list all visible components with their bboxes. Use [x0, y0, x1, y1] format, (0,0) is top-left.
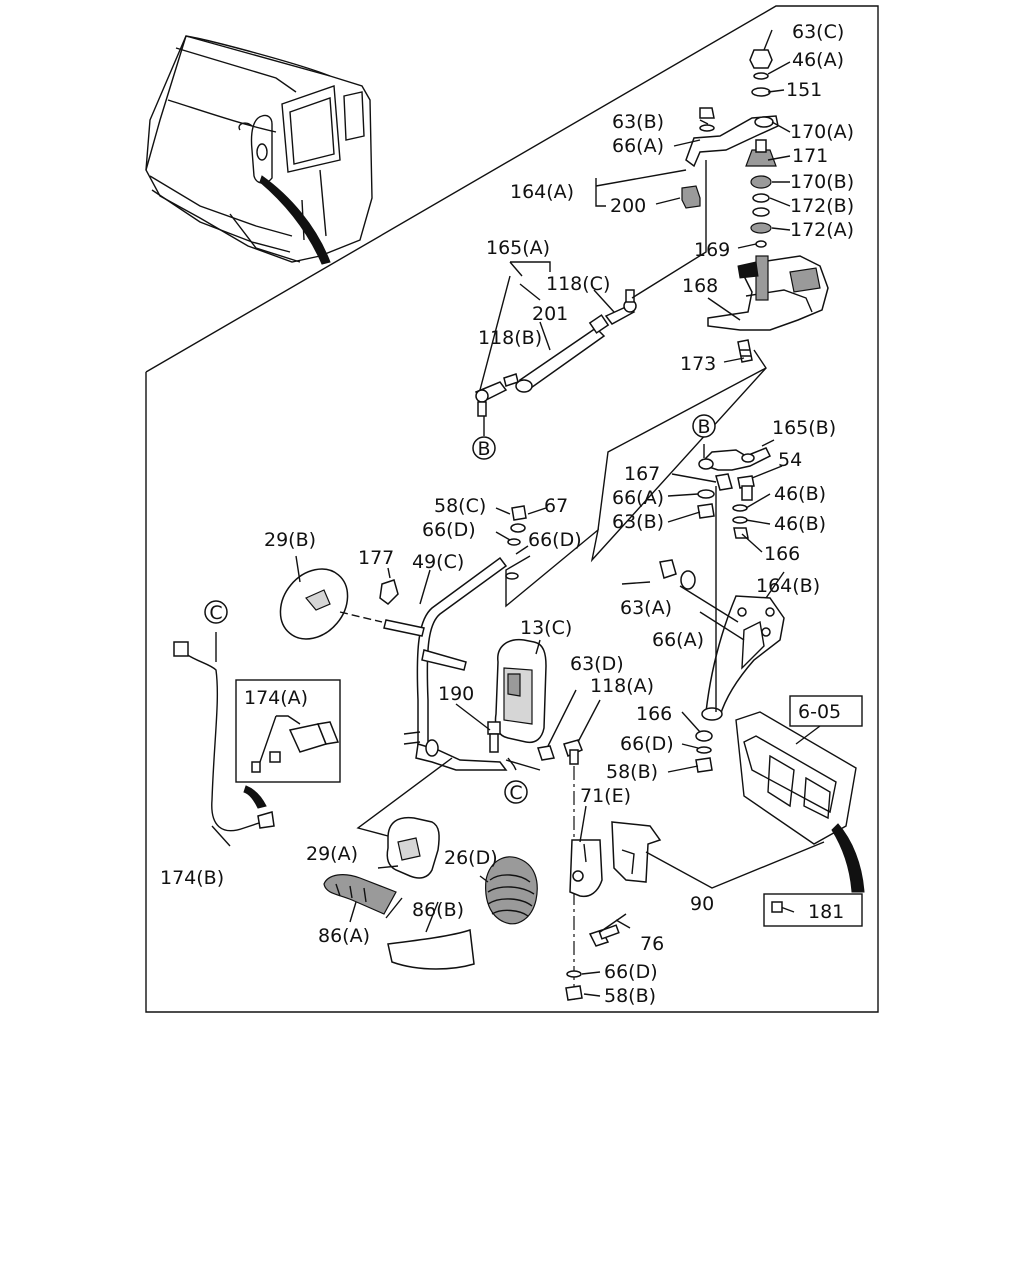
svg-text:B: B: [477, 438, 490, 460]
circle-ref-b-2: B: [692, 414, 716, 438]
label-164a: 164(A): [510, 181, 574, 203]
label-58c: 58(C): [434, 495, 486, 517]
leaders-upper: [479, 29, 791, 608]
part-labels: 63(C) 46(A) 151 63(B) 66(A) 170(A) 171 1…: [160, 21, 854, 1007]
circle-ref-c-2: C: [504, 780, 528, 804]
label-49c: 49(C): [412, 551, 464, 573]
circle-ref-b-1: B: [472, 436, 496, 460]
label-46a: 46(A): [792, 49, 844, 71]
label-29b: 29(B): [264, 529, 316, 551]
label-174b: 174(B): [160, 867, 224, 889]
ref-box-181: [763, 893, 863, 927]
label-66a-mid: 66(A): [612, 487, 664, 509]
label-63b-top: 63(B): [612, 111, 664, 133]
label-46b-2: 46(B): [774, 513, 826, 535]
svg-text:B: B: [697, 416, 710, 438]
label-168: 168: [682, 275, 718, 297]
label-200: 200: [610, 195, 646, 217]
label-201: 201: [532, 303, 568, 325]
label-173: 173: [680, 353, 716, 375]
label-26d: 26(D): [444, 847, 498, 869]
label-177: 177: [358, 547, 394, 569]
ref-box-6-05: [789, 695, 863, 727]
label-63b-mid: 63(B): [612, 511, 664, 533]
label-190: 190: [438, 683, 474, 705]
panel-6-05: [735, 711, 865, 893]
label-58b-1: 58(B): [606, 761, 658, 783]
label-118a: 118(A): [590, 675, 654, 697]
label-167: 167: [624, 463, 660, 485]
label-172a: 172(A): [790, 219, 854, 241]
label-58b-2: 58(B): [604, 985, 656, 1007]
label-76: 76: [640, 933, 664, 955]
label-166-low: 166: [636, 703, 672, 725]
label-181: 181: [808, 901, 844, 923]
label-151: 151: [786, 79, 822, 101]
label-164b: 164(B): [756, 575, 820, 597]
label-165b: 165(B): [772, 417, 836, 439]
label-165a: 165(A): [486, 237, 550, 259]
label-67: 67: [544, 495, 568, 517]
label-171: 171: [792, 145, 828, 167]
middle-right-assembly: [621, 439, 785, 773]
label-71e: 71(E): [580, 785, 631, 807]
label-54: 54: [778, 449, 802, 471]
label-63d: 63(D): [570, 653, 624, 675]
label-63c: 63(C): [792, 21, 844, 43]
label-118c: 118(C): [546, 273, 610, 295]
upper-link-assembly: [474, 49, 829, 417]
label-90: 90: [690, 893, 714, 915]
label-66d-3: 66(D): [620, 733, 674, 755]
label-13c: 13(C): [520, 617, 572, 639]
lower-left-parts: [173, 507, 825, 1001]
label-169: 169: [694, 239, 730, 261]
label-66d-2: 66(D): [528, 529, 582, 551]
mirror-assembly: [279, 505, 583, 1000]
svg-text:C: C: [209, 602, 222, 624]
label-166-top: 166: [764, 543, 800, 565]
label-6-05: 6-05: [798, 701, 841, 723]
svg-text:C: C: [509, 782, 522, 804]
label-66d-4: 66(D): [604, 961, 658, 983]
label-170a: 170(A): [790, 121, 854, 143]
label-172b: 172(B): [790, 195, 854, 217]
label-86b: 86(B): [412, 899, 464, 921]
label-170b: 170(B): [790, 171, 854, 193]
label-46b-1: 46(B): [774, 483, 826, 505]
diagram-frame: [145, 5, 879, 1013]
label-63a: 63(A): [620, 597, 672, 619]
label-66a-top: 66(A): [612, 135, 664, 157]
label-174a: 174(A): [244, 687, 308, 709]
label-66a-low: 66(A): [652, 629, 704, 651]
label-66d-1: 66(D): [422, 519, 476, 541]
label-86a: 86(A): [318, 925, 370, 947]
label-29a: 29(A): [306, 843, 358, 865]
cab-illustration: [145, 35, 373, 265]
circle-ref-c-1: C: [204, 600, 228, 624]
label-118b: 118(B): [478, 327, 542, 349]
